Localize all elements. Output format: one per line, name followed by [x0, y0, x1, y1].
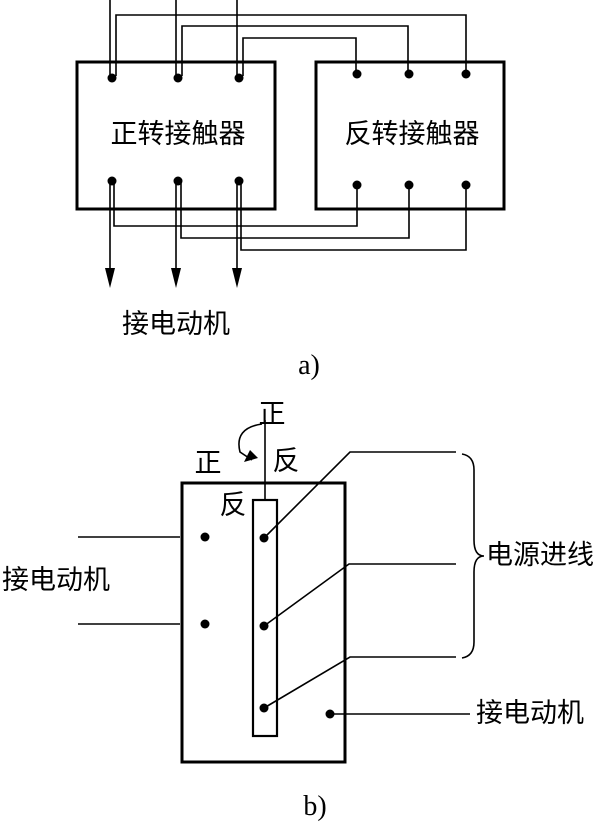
caption-b: b) [303, 791, 326, 822]
diagram-b: 正 正 反 反 接电动机 电源进线 接电动机 b) [2, 399, 594, 822]
reverse-top-terminal-1 [352, 69, 362, 79]
motor-output-label: 接电动机 [122, 309, 230, 340]
motor-arrow-u [105, 268, 115, 288]
forward-label-left: 正 [195, 448, 222, 479]
reverse-contactor-label: 反转接触器 [345, 119, 480, 150]
forward-top-terminal-1 [107, 73, 117, 83]
bottom-crosslink-1 [113, 183, 358, 227]
caption-a: a) [298, 350, 320, 381]
forward-label-top: 正 [259, 399, 286, 430]
reverse-top-terminal-3 [461, 69, 471, 79]
top-crosslink-3 [242, 37, 357, 76]
reverse-contactor-box [314, 60, 506, 211]
power-input-brace [461, 453, 485, 659]
reverse-top-terminal-2 [404, 69, 414, 79]
forward-contactor-label: 正转接触器 [111, 119, 246, 150]
switch-body [180, 481, 347, 764]
forward-top-terminal-2 [173, 73, 183, 83]
power-wire-3 [263, 656, 456, 709]
top-crosslink-1 [115, 14, 467, 76]
motor-terminal-left-1 [200, 532, 210, 542]
forward-top-terminal-3 [234, 73, 244, 83]
motor-arrow-w [232, 268, 242, 288]
power-wire-1 [263, 451, 456, 539]
reverse-label-right: 反 [273, 446, 300, 477]
forward-bottom-terminal-1 [107, 176, 117, 186]
power-wire-2 [263, 563, 456, 627]
bottom-crosslink-3 [240, 183, 467, 251]
rotation-arrow-curve [238, 423, 263, 461]
motor-arrow-v [171, 268, 181, 288]
motor-right-label: 接电动机 [476, 698, 584, 729]
rotation-arrow-head [244, 450, 258, 462]
forward-bottom-terminal-3 [234, 176, 244, 186]
reverse-label-inner: 反 [220, 490, 247, 521]
top-crosslink-2 [181, 25, 409, 76]
power-input-label: 电源进线 [486, 540, 594, 571]
bottom-crosslink-2 [180, 183, 410, 239]
diagram-a: 正转接触器 反转接触器 接电动机 a) [75, 0, 506, 381]
motor-left-label: 接电动机 [2, 565, 110, 596]
motor-terminal-left-2 [200, 619, 210, 629]
